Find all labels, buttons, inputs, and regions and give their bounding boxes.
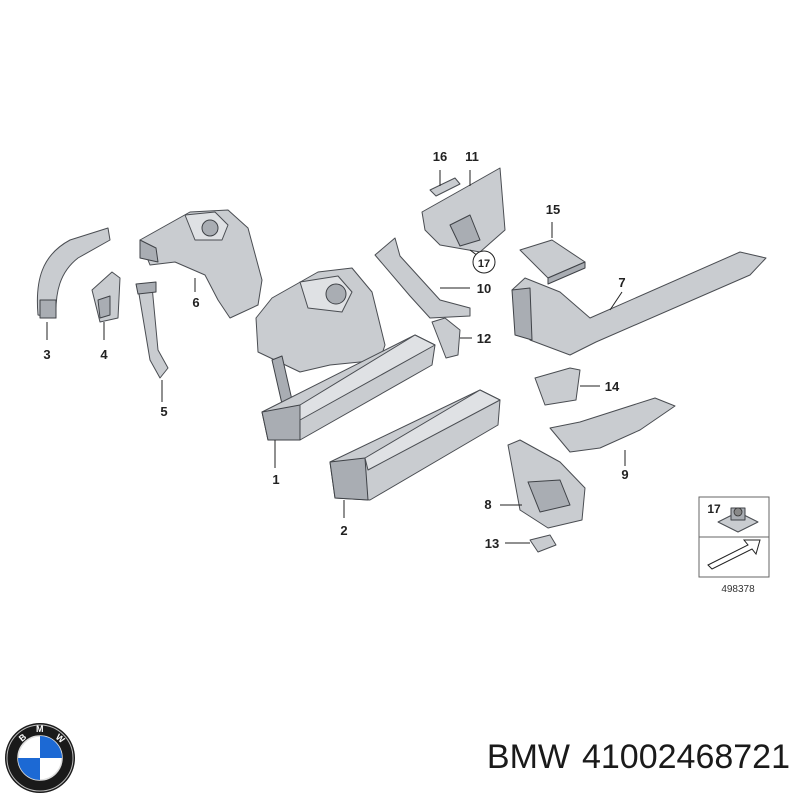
leader-lines bbox=[46, 170, 626, 544]
callout-11: 11 bbox=[465, 149, 479, 164]
callout-3: 3 bbox=[43, 347, 50, 362]
part-1-shape bbox=[255, 267, 436, 441]
part-16-shape bbox=[429, 177, 461, 197]
callout-13: 13 bbox=[485, 536, 499, 551]
part-15-shape bbox=[519, 239, 586, 285]
part-13-shape bbox=[529, 534, 557, 553]
part-11-shape bbox=[421, 167, 506, 253]
part-10-shape bbox=[374, 237, 471, 319]
callout-15: 15 bbox=[546, 202, 560, 217]
callout-8: 8 bbox=[484, 497, 491, 512]
callout-14: 14 bbox=[605, 379, 620, 394]
direction-arrow-icon bbox=[707, 539, 761, 570]
brand-name: BMW bbox=[486, 738, 570, 776]
part-5-shape bbox=[135, 281, 169, 379]
part-2-shape bbox=[329, 389, 501, 501]
part-12-shape bbox=[431, 317, 461, 359]
inset-label: 17 bbox=[707, 502, 721, 516]
callout-9: 9 bbox=[621, 467, 628, 482]
part-caption: BMW 41002468721 bbox=[410, 738, 790, 777]
svg-text:M: M bbox=[36, 724, 44, 734]
callout-16: 16 bbox=[433, 149, 447, 164]
part-8-shape bbox=[507, 439, 586, 529]
callout-7: 7 bbox=[618, 275, 625, 290]
part-6-shape bbox=[139, 209, 263, 319]
nut-icon bbox=[717, 507, 759, 533]
inset-ref-number: 498378 bbox=[721, 584, 755, 595]
callout-10: 10 bbox=[477, 281, 491, 296]
part-7-shape bbox=[511, 251, 767, 356]
part-4-shape bbox=[91, 271, 121, 323]
part-3-shape bbox=[36, 227, 111, 319]
inset-box: 17 498378 bbox=[698, 496, 770, 595]
callout-4: 4 bbox=[100, 347, 108, 362]
part-14-shape bbox=[534, 367, 581, 406]
part-number: 41002468721 bbox=[581, 738, 790, 776]
callout-1: 1 bbox=[272, 472, 279, 487]
callout-6: 6 bbox=[192, 295, 199, 310]
part-9-shape bbox=[549, 397, 676, 453]
callout-17: 17 bbox=[478, 258, 490, 270]
bmw-logo-icon: B M W bbox=[5, 723, 75, 793]
callout-5: 5 bbox=[160, 404, 167, 419]
callout-12: 12 bbox=[477, 331, 491, 346]
callout-17-circle: 17 bbox=[472, 250, 496, 274]
svg-text:B: B bbox=[17, 731, 29, 743]
callout-2: 2 bbox=[340, 523, 347, 538]
